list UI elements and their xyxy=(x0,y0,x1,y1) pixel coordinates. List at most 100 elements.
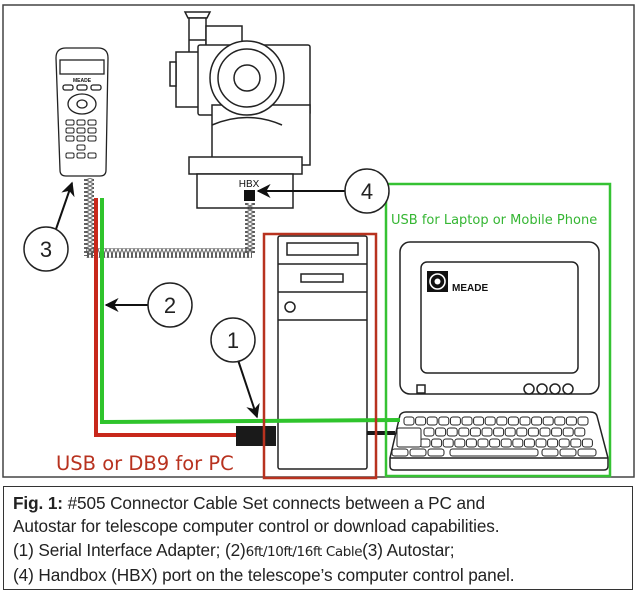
keyboard-key xyxy=(458,427,470,437)
keyboard-key xyxy=(562,427,574,437)
caption-line-2: Autostar for telescope computer control … xyxy=(13,516,500,537)
keyboard-key xyxy=(489,438,501,448)
handbox-key xyxy=(76,135,86,142)
meade-logo xyxy=(427,271,448,292)
keyboard-key xyxy=(574,427,586,437)
callout-3-circle xyxy=(23,226,69,272)
connection-diagram: HBX MEADE MEADE xyxy=(2,4,635,480)
keyboard-key xyxy=(504,427,516,437)
caption-item-1-text: (1) Serial Interface Adapter; (2) xyxy=(13,539,246,560)
keyboard-key xyxy=(535,438,547,448)
handbox-brand: MEADE xyxy=(73,78,92,84)
figure-label: Fig. 1: xyxy=(13,493,63,513)
keyboard-key xyxy=(446,427,458,437)
figure-caption: Fig. 1: #505 Connector Cable Set connect… xyxy=(3,486,633,590)
keyboard-key xyxy=(493,427,505,437)
handbox-key xyxy=(87,152,97,159)
caption-line-4: (4) Handbox (HBX) port on the telescope’… xyxy=(13,564,515,585)
callout-2-label: 2 xyxy=(164,293,176,318)
keyboard-key xyxy=(465,438,477,448)
keyboard-key xyxy=(391,448,409,457)
monitor-brand: MEADE xyxy=(452,283,488,294)
laptop-usb-label: USB for Laptop or Mobile Phone xyxy=(391,213,597,228)
keyboard-keys xyxy=(391,416,597,457)
callout-1-arrow xyxy=(237,359,260,419)
keyboard-key xyxy=(477,438,489,448)
handbox-keypad xyxy=(65,119,97,159)
keyboard-key xyxy=(454,438,466,448)
handbox-key xyxy=(87,127,97,134)
caption-item-3-text: (3) Autostar; xyxy=(362,539,455,560)
callout-3-arrow xyxy=(54,181,75,233)
pc-highlight-box xyxy=(262,232,378,480)
keyboard-key xyxy=(431,438,443,448)
keyboard-key xyxy=(427,448,445,457)
monitor xyxy=(399,241,600,395)
pc-cable xyxy=(94,198,240,437)
keyboard-key xyxy=(442,438,454,448)
keyboard-key xyxy=(531,416,543,426)
autostar-handbox xyxy=(55,47,109,177)
coiled-cable-handbox xyxy=(84,178,94,256)
caption-line-3: (1) Serial Interface Adapter; (2)6ft/10f… xyxy=(13,539,624,564)
keyboard-key xyxy=(461,416,473,426)
keyboard-key xyxy=(554,416,566,426)
handbox-key xyxy=(65,119,75,126)
pc-usb-label: USB or DB9 for PC xyxy=(56,452,234,475)
keyboard-key xyxy=(449,416,461,426)
keyboard-key xyxy=(396,427,422,448)
coiled-cable-telescope xyxy=(245,203,255,253)
keyboard-key xyxy=(496,416,508,426)
keyboard-key xyxy=(577,416,589,426)
handbox-key xyxy=(76,119,86,126)
usb-cable xyxy=(100,198,401,425)
keyboard-key xyxy=(519,416,531,426)
keyboard-key xyxy=(507,416,519,426)
caption-line-1: Fig. 1: #505 Connector Cable Set connect… xyxy=(13,492,624,515)
keyboard-spacebar xyxy=(449,448,539,457)
callout-1-label: 1 xyxy=(227,328,239,353)
keyboard-key xyxy=(500,438,512,448)
serial-adapter xyxy=(236,426,276,446)
keyboard-key xyxy=(415,416,427,426)
keyboard-key xyxy=(577,448,597,457)
keyboard-key xyxy=(542,416,554,426)
handbox-key xyxy=(65,135,75,142)
keyboard-key xyxy=(484,416,496,426)
pc-tower xyxy=(277,235,368,470)
handbox-key xyxy=(76,127,86,134)
keyboard-key xyxy=(570,438,582,448)
keyboard-key xyxy=(481,427,493,437)
handbox-key xyxy=(76,144,86,151)
hbx-port xyxy=(244,190,255,201)
keyboard-key xyxy=(547,438,559,448)
keyboard-key xyxy=(473,416,485,426)
handbox-key xyxy=(87,135,97,142)
telescope xyxy=(169,11,311,209)
keyboard-key xyxy=(516,427,528,437)
keyboard-key xyxy=(435,427,447,437)
callout-3-label: 3 xyxy=(40,237,52,262)
keyboard-key xyxy=(523,438,535,448)
keyboard-key xyxy=(565,416,577,426)
hbx-label: HBX xyxy=(239,179,260,190)
keyboard-key xyxy=(527,427,539,437)
keyboard-key xyxy=(409,448,427,457)
callout-4-circle xyxy=(344,168,390,214)
handbox-key xyxy=(65,127,75,134)
handbox-key xyxy=(76,152,86,159)
caption-line-1-text: #505 Connector Cable Set connects betwee… xyxy=(62,493,485,513)
keyboard-key xyxy=(551,427,563,437)
keyboard-key xyxy=(539,427,551,437)
keyboard-key xyxy=(559,448,577,457)
callout-2-circle xyxy=(147,282,193,328)
keyboard-key xyxy=(403,416,415,426)
callout-1-circle xyxy=(210,317,256,363)
keyboard-key xyxy=(426,416,438,426)
handbox-key xyxy=(87,119,97,126)
keyboard-key xyxy=(423,427,435,437)
caption-cable-lengths: 6ft/10ft/16ft Cable xyxy=(245,543,363,560)
handbox-key xyxy=(65,152,75,159)
coiled-cable-horizontal xyxy=(86,248,252,258)
keyboard-key xyxy=(438,416,450,426)
